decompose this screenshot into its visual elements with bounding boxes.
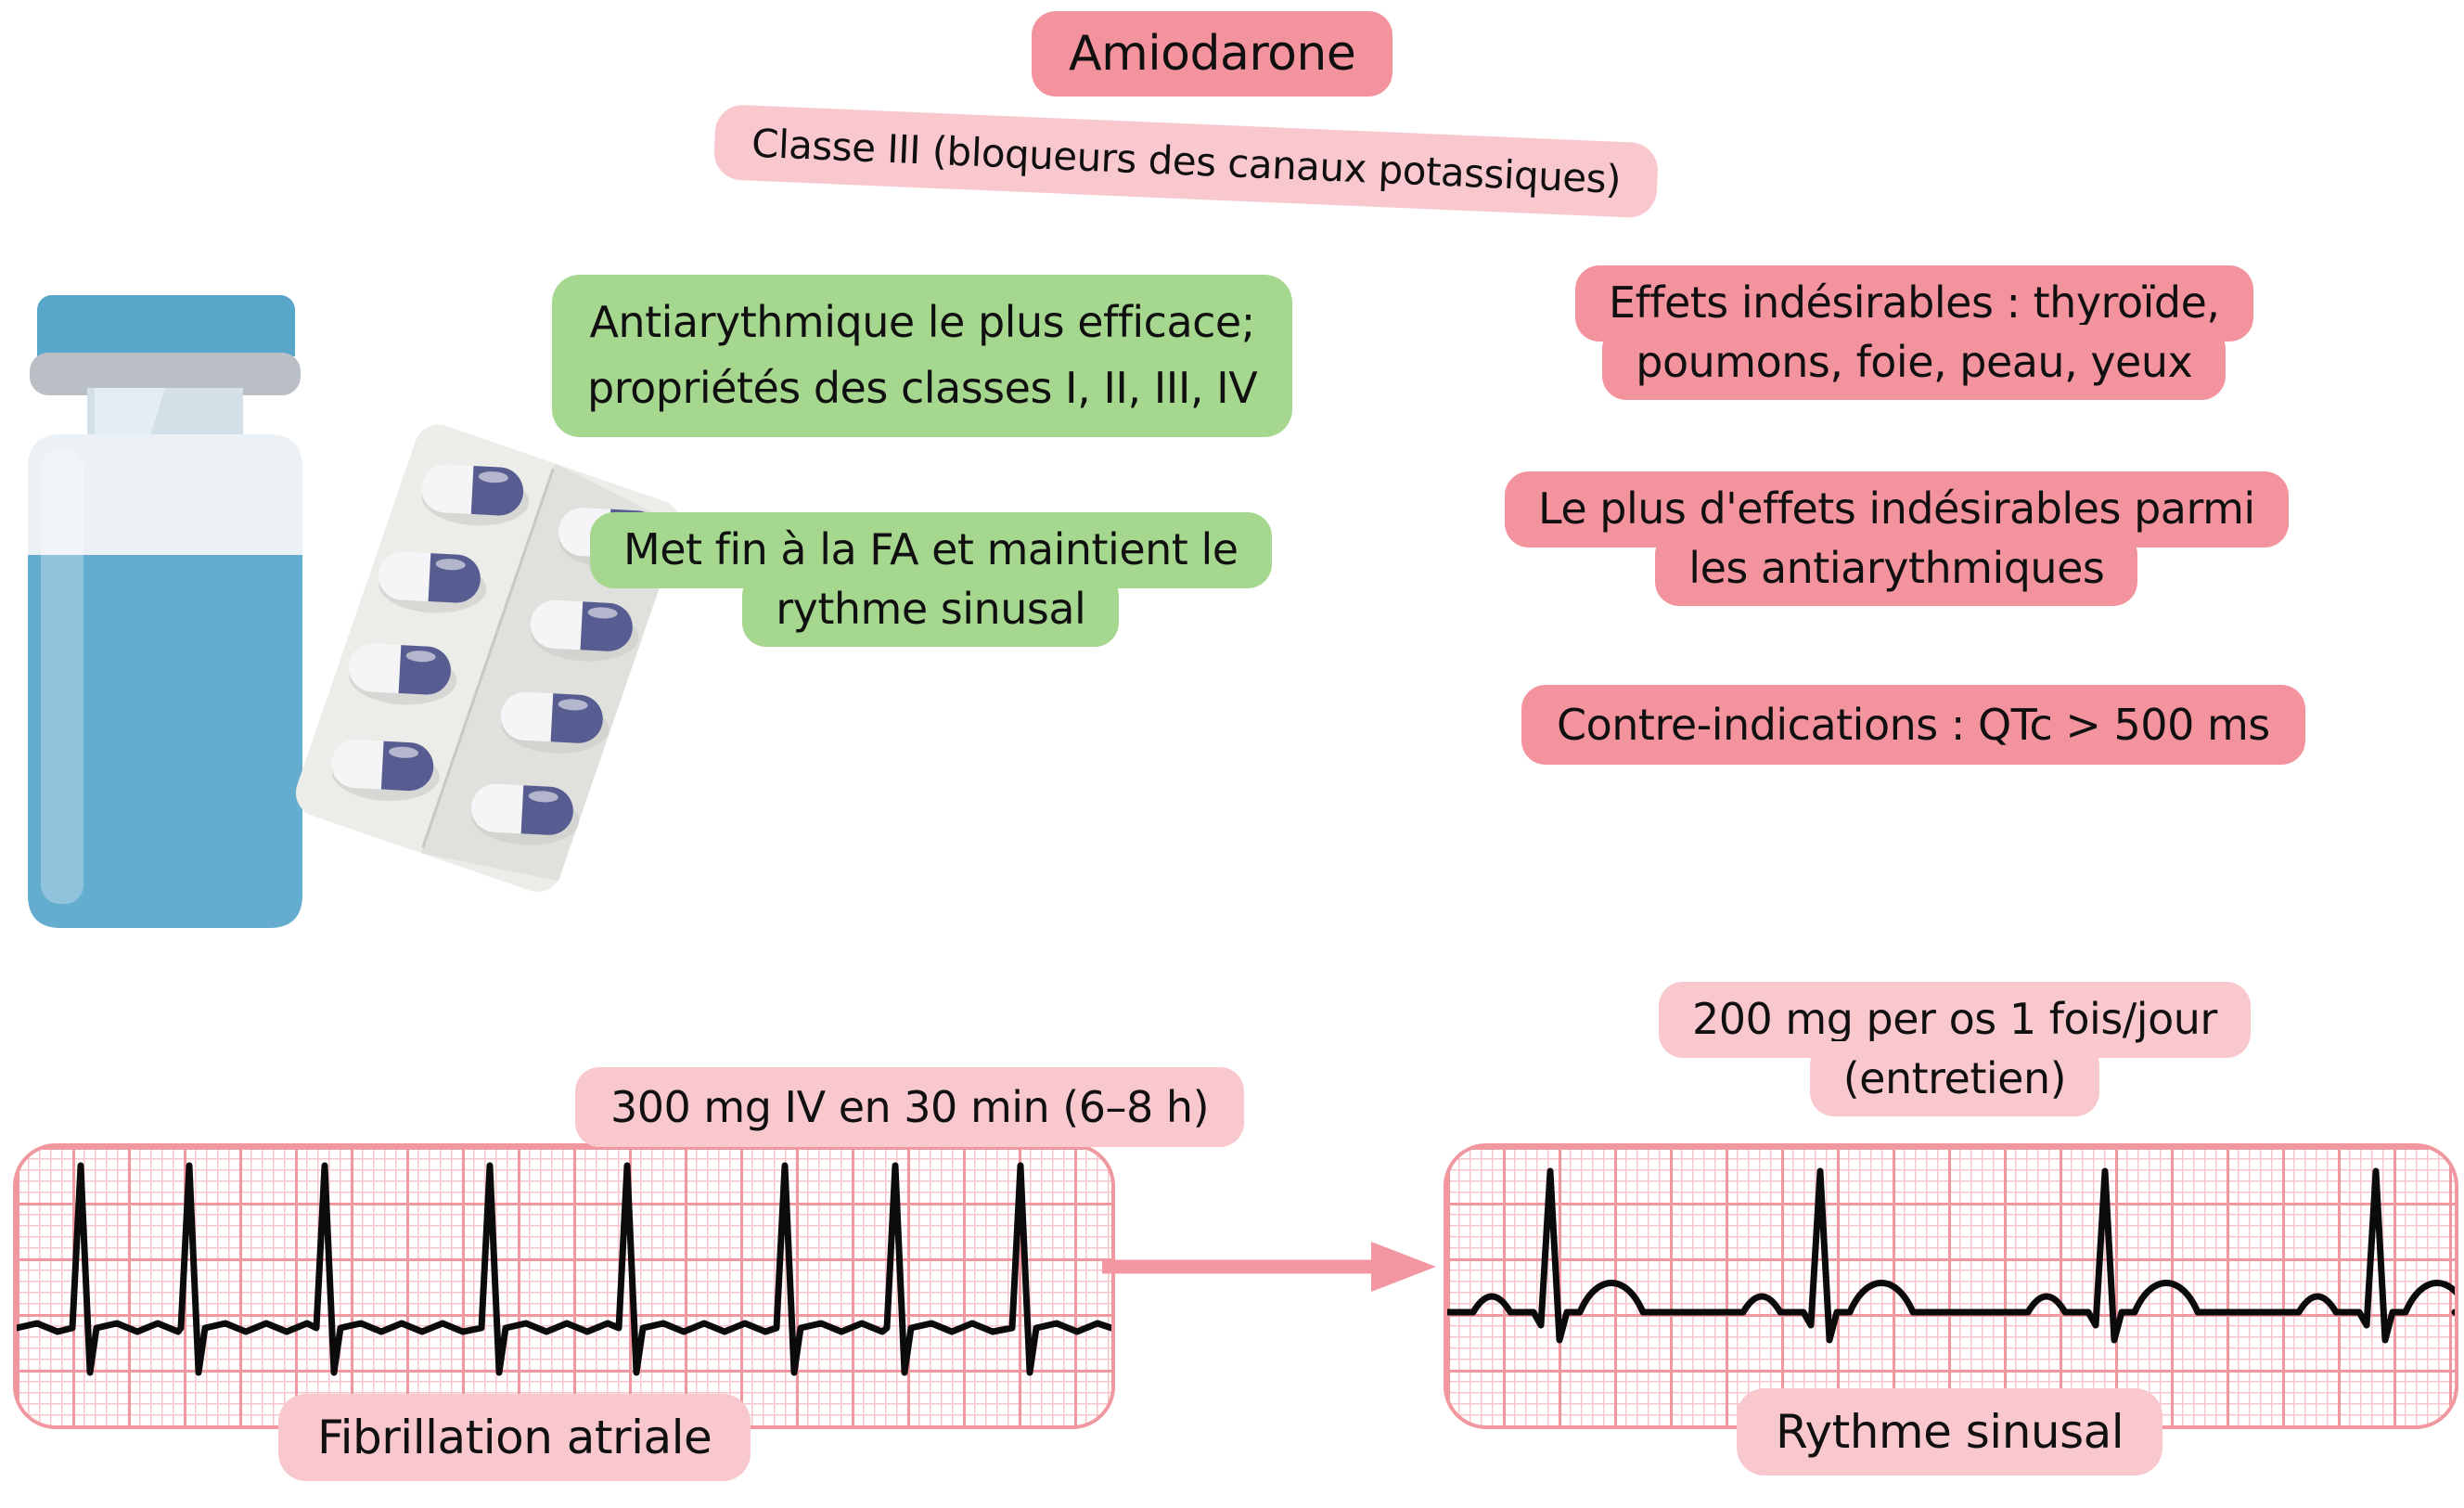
note-efficacy: Antiarythmique le plus efficace; proprié… — [552, 275, 1293, 437]
caption-atrial-fibrillation: Fibrillation atriale — [278, 1394, 751, 1481]
note-most-side-effects: Le plus d'effets indésirables parmi les … — [1505, 471, 2289, 606]
ecg-left-trace — [17, 1162, 1111, 1376]
right-arrow-icon — [1102, 1242, 1436, 1292]
ecg-left-svg — [17, 1162, 1111, 1376]
note-efficacy-line1: Antiarythmique le plus efficace; — [589, 297, 1255, 347]
ecg-right-svg — [1447, 1167, 2455, 1344]
ecg-strip-sinus-rhythm — [1444, 1143, 2458, 1429]
note-rhythm-line2: rythme sinusal — [742, 571, 1120, 647]
dose-label-iv-text: 300 mg IV en 30 min (6–8 h) — [610, 1082, 1210, 1132]
note-side-effects: Effets indésirables : thyroïde, poumons,… — [1575, 265, 2253, 400]
pill-blister-pack-icon — [295, 424, 681, 893]
title-badge: Amiodarone — [1032, 11, 1393, 97]
page-subtitle: Classe III (bloqueurs des canaux potassi… — [751, 120, 1622, 202]
dose-label-iv: 300 mg IV en 30 min (6–8 h) — [575, 1067, 1245, 1147]
note-side-effects-line2: poumons, foie, peau, yeux — [1602, 324, 2227, 400]
ecg-strip-atrial-fibrillation — [13, 1143, 1115, 1429]
note-rhythm-control: Met fin à la FA et maintient le rythme s… — [590, 512, 1272, 647]
ecg-right-trace — [1447, 1167, 2455, 1344]
dose-label-oral-line2: (entretien) — [1809, 1040, 2100, 1116]
caption-atrial-fibrillation-text: Fibrillation atriale — [317, 1411, 712, 1464]
caption-sinus-rhythm: Rythme sinusal — [1737, 1388, 2163, 1476]
page-title: Amiodarone — [1069, 26, 1356, 82]
note-contraindications-text: Contre-indications : QTc > 500 ms — [1557, 700, 2270, 750]
dose-label-oral-line1: 200 mg per os 1 fois/jour — [1659, 982, 2251, 1058]
note-most-side-effects-line2: les antiarythmiques — [1655, 530, 2138, 606]
dose-label-oral: 200 mg per os 1 fois/jour (entretien) — [1659, 982, 2251, 1116]
note-efficacy-line2: propriétés des classes I, II, III, IV — [587, 363, 1258, 414]
medication-vial-icon — [28, 295, 302, 928]
note-contraindications: Contre-indications : QTc > 500 ms — [1521, 685, 2305, 765]
caption-sinus-rhythm-text: Rythme sinusal — [1776, 1405, 2124, 1459]
subtitle-badge: Classe III (bloqueurs des canaux potassi… — [712, 104, 1660, 219]
